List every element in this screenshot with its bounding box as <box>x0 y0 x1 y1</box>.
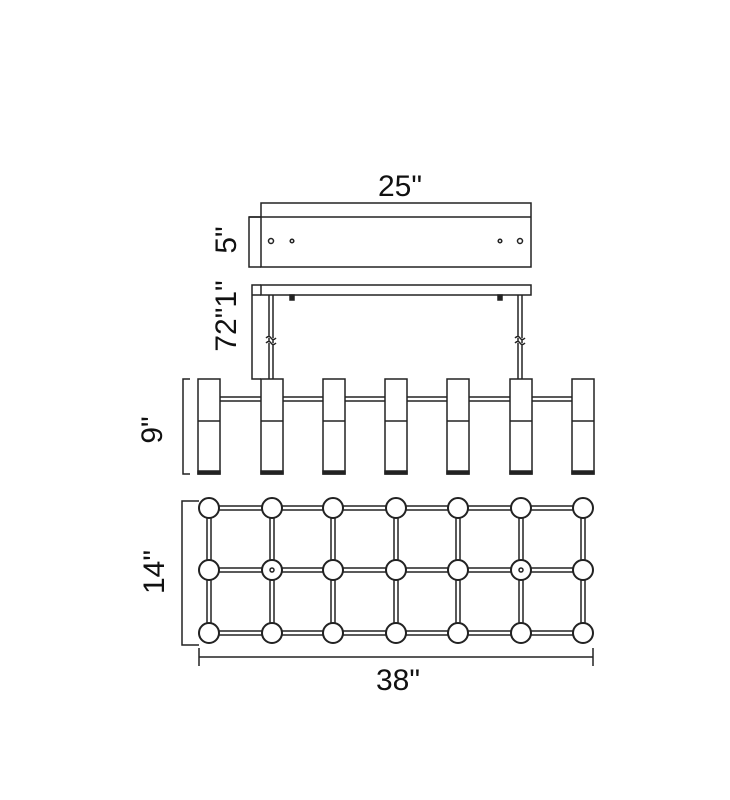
pendant <box>322 378 346 475</box>
light-globe <box>385 622 407 644</box>
canopy-depth-label: 5" <box>210 226 243 253</box>
fixture-height-label: 9" <box>136 416 169 443</box>
pendant <box>446 378 470 475</box>
light-globe <box>510 559 532 581</box>
light-globe <box>447 497 469 519</box>
mount-point-icon <box>518 567 524 573</box>
light-globe <box>198 559 220 581</box>
light-globe <box>385 559 407 581</box>
rod-length-label: 72"1" <box>210 280 243 351</box>
fixture-width-label: 38" <box>376 664 420 697</box>
canopy-side-view <box>251 284 532 380</box>
light-globe <box>447 559 469 581</box>
light-globe <box>572 559 594 581</box>
light-globe <box>322 559 344 581</box>
fixture-depth-label: 14" <box>138 550 171 594</box>
light-globe <box>198 497 220 519</box>
light-globe <box>261 497 283 519</box>
pendant-side-view <box>182 378 595 475</box>
canopy-top-view <box>248 202 532 268</box>
light-globe <box>322 622 344 644</box>
mount-point-icon <box>269 567 275 573</box>
light-globe <box>572 622 594 644</box>
fixture-bottom-view <box>181 497 594 666</box>
canopy-width-label: 25" <box>378 170 422 203</box>
light-globe <box>385 497 407 519</box>
light-globe <box>322 497 344 519</box>
light-globe <box>198 622 220 644</box>
pendant <box>197 378 221 475</box>
light-globe <box>510 622 532 644</box>
light-globe <box>572 497 594 519</box>
pendant <box>571 378 595 475</box>
pendant <box>509 378 533 475</box>
light-globe <box>510 497 532 519</box>
light-globe <box>261 622 283 644</box>
pendant <box>260 378 284 475</box>
light-globe <box>261 559 283 581</box>
light-globe <box>447 622 469 644</box>
pendant <box>384 378 408 475</box>
